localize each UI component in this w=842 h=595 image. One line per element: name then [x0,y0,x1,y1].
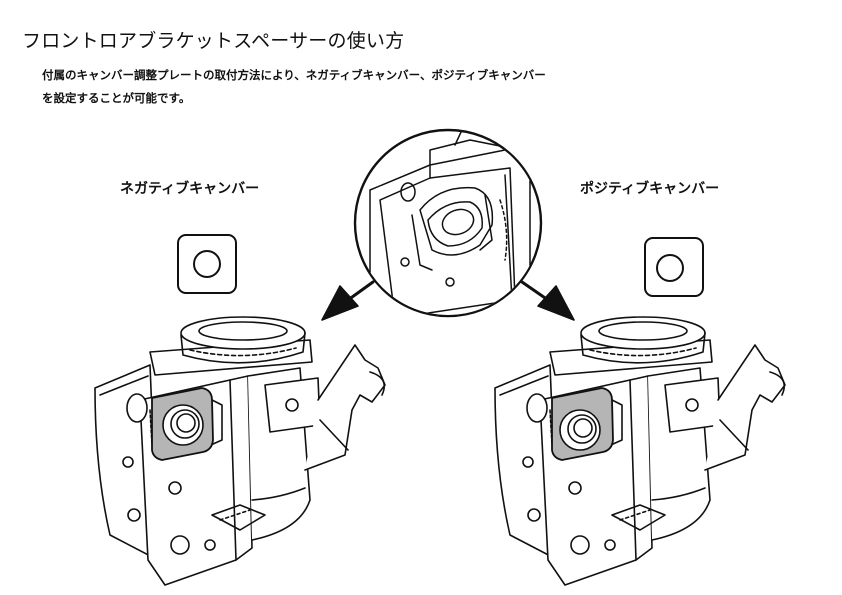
negative-camber-label: ネガティブキャンバー [120,181,260,197]
arrow-to-negative [321,280,375,321]
detail-magnifier [353,128,543,318]
description-line-2: を設定することが可能です。 [42,91,191,105]
positive-camber-label: ポジティブキャンバー [580,181,720,197]
negative-plate-icon [177,234,237,294]
bracket-negative [94,316,386,586]
arrow-to-positive [520,280,575,321]
description: 付属のキャンバー調整プレートの取付方法により、ネガティブキャンバー、ポジティブキ… [42,64,662,110]
positive-plate-icon [644,237,704,297]
bracket-positive [494,316,786,586]
page-title: フロントロアブラケットスペーサーの使い方 [22,30,405,52]
description-line-1: 付属のキャンバー調整プレートの取付方法により、ネガティブキャンバー、ポジティブキ… [42,68,546,82]
